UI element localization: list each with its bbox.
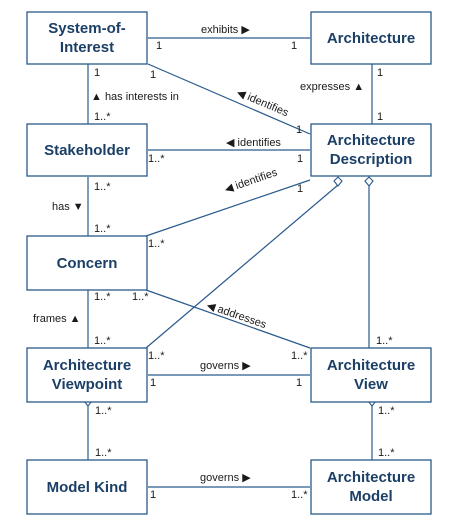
mult-stakeholder-has: 1..* bbox=[94, 181, 111, 193]
mult-ad-expresses: 1 bbox=[377, 111, 383, 123]
mult-soi-stakeholder: 1 bbox=[94, 67, 100, 79]
label-has-interests-in: ▲ has interests in bbox=[91, 91, 179, 103]
mult-stakeholder-identifies: 1..* bbox=[148, 153, 165, 165]
mult-viewpoint-frames: 1..* bbox=[94, 335, 111, 347]
svg-text:System-of-Interest: System-of- Interest bbox=[48, 20, 126, 56]
label-identifies-concern: ◀ identifies bbox=[223, 166, 279, 195]
mult-ad-identifies-soi: 1 bbox=[296, 124, 302, 136]
mult-model-view: 1..* bbox=[378, 447, 395, 459]
architecture-label: Architecture bbox=[327, 30, 415, 47]
label-has: has ▼ bbox=[52, 201, 84, 213]
edge-soi-ad bbox=[147, 63, 311, 135]
architecture-box: Architecture bbox=[310, 11, 432, 65]
mult-viewpoint-modelkind: 1..* bbox=[95, 405, 112, 417]
mult-modelkind-viewpoint: 1..* bbox=[95, 447, 112, 459]
concern-box: Concern bbox=[26, 235, 148, 291]
mult-concern-addresses: 1..* bbox=[132, 291, 149, 303]
mult-model-governs: 1..* bbox=[291, 489, 308, 501]
label-exhibits: exhibits ▶ bbox=[201, 24, 250, 36]
mult-architecture-exhibits: 1 bbox=[291, 40, 297, 52]
mult-view-governs: 1 bbox=[296, 377, 302, 389]
architecture-viewpoint-line1: Architecture bbox=[43, 357, 131, 374]
stakeholder-label: Stakeholder bbox=[44, 142, 130, 159]
model-kind-box: Model Kind bbox=[26, 459, 148, 515]
label-identifies-soi: ◀ identifies bbox=[235, 87, 291, 120]
architecture-viewpoint-line2: Viewpoint bbox=[52, 376, 123, 393]
mult-view-model: 1..* bbox=[378, 405, 395, 417]
concern-label: Concern bbox=[57, 255, 118, 272]
aggregation-diamond-ad-view bbox=[364, 176, 374, 187]
edge-ad-viewpoint bbox=[145, 184, 339, 349]
label-governs-view: governs ▶ bbox=[200, 360, 251, 372]
edge-concern-view bbox=[145, 289, 311, 349]
mult-soi-identifies: 1 bbox=[150, 69, 156, 81]
architecture-model-line1: Architecture bbox=[327, 469, 415, 486]
mult-soi-exhibits: 1 bbox=[156, 40, 162, 52]
aggregation-diamond-ad-viewpoint bbox=[333, 176, 343, 187]
mult-view-addresses: 1..* bbox=[291, 350, 308, 362]
architecture-view-line2: View bbox=[354, 376, 388, 393]
stakeholder-box: Stakeholder bbox=[26, 123, 148, 177]
label-expresses: expresses ▲ bbox=[300, 81, 364, 93]
architecture-description-line2: Description bbox=[330, 151, 413, 168]
mult-stakeholder-soi: 1..* bbox=[94, 111, 111, 123]
system-of-interest-box: System-of- Interest bbox=[26, 11, 148, 65]
label-addresses: ◀ addresses bbox=[205, 299, 268, 331]
mult-architecture-expresses: 1 bbox=[377, 67, 383, 79]
mult-viewpoint-governs: 1 bbox=[150, 377, 156, 389]
mult-ad-identifies-concern: 1 bbox=[297, 183, 303, 195]
mult-ad-identifies-stakeholder: 1 bbox=[297, 153, 303, 165]
mult-viewpoint-ad: 1..* bbox=[148, 350, 165, 362]
label-identifies-stakeholder: ◀ identifies bbox=[226, 137, 281, 149]
mult-concern-identifies: 1..* bbox=[148, 238, 165, 250]
mult-concern-has: 1..* bbox=[94, 223, 111, 235]
mult-view-ad: 1..* bbox=[376, 335, 393, 347]
architecture-description-line1: Architecture bbox=[327, 132, 415, 149]
label-governs-model: governs ▶ bbox=[200, 472, 251, 484]
mult-modelkind-governs: 1 bbox=[150, 489, 156, 501]
architecture-view-line1: Architecture bbox=[327, 357, 415, 374]
mult-concern-frames: 1..* bbox=[94, 291, 111, 303]
architecture-model-line2: Model bbox=[349, 488, 392, 505]
system-of-interest-line1: System-of- bbox=[48, 20, 126, 37]
model-kind-label: Model Kind bbox=[47, 479, 128, 496]
system-of-interest-line2: Interest bbox=[60, 39, 114, 56]
label-frames: frames ▲ bbox=[33, 313, 81, 325]
edge-concern-ad bbox=[145, 179, 311, 237]
